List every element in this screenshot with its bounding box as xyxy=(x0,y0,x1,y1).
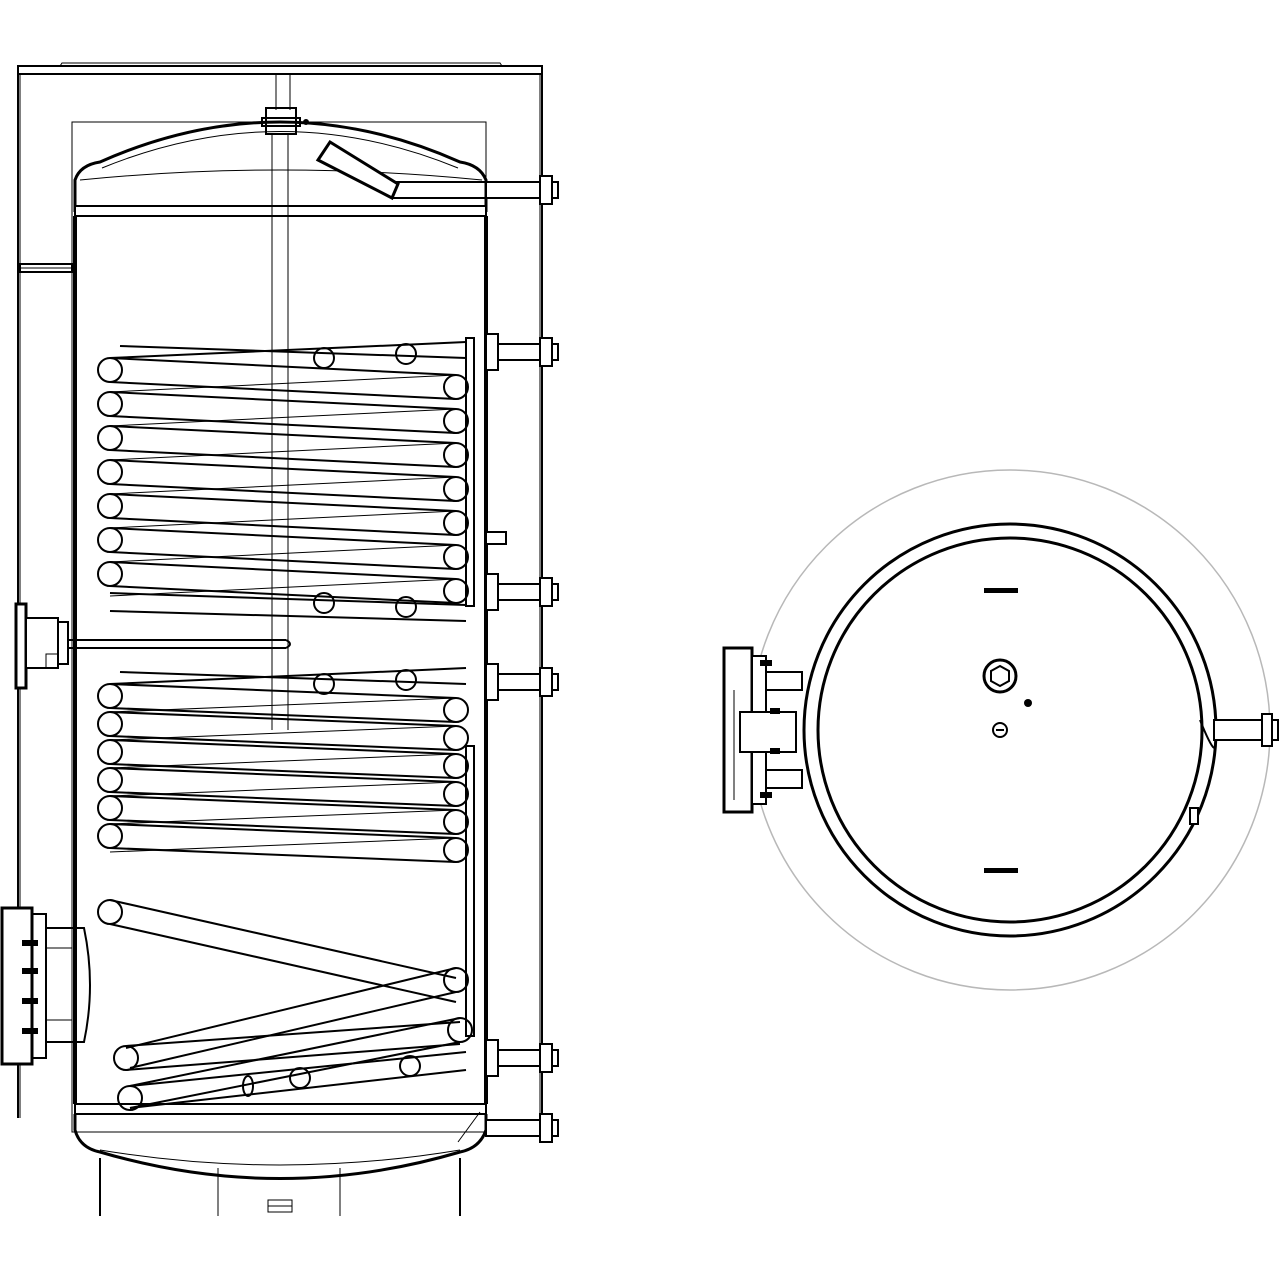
top-view-heater-flange xyxy=(722,646,803,814)
coil-turn xyxy=(97,527,469,570)
coil-turn xyxy=(97,561,469,604)
nozzle-lower-coil-out xyxy=(485,1039,559,1077)
lug-bottom xyxy=(984,868,1018,873)
inspection-flange xyxy=(0,906,91,1066)
coil-turn xyxy=(97,425,469,468)
coil-turn xyxy=(97,459,469,502)
top-view xyxy=(722,469,1279,991)
coil-loose-turns xyxy=(97,899,473,1111)
coil-turn xyxy=(97,711,469,751)
side-bracket xyxy=(19,263,73,273)
upper-coil xyxy=(97,341,469,622)
coil-turn xyxy=(97,795,469,835)
anode-rod xyxy=(261,74,309,730)
coil-turn xyxy=(97,391,469,434)
nozzle-lower-coil-in xyxy=(485,663,559,701)
lug-top xyxy=(984,588,1018,593)
nozzle-top xyxy=(485,175,559,205)
top-inclined-sleeve xyxy=(315,139,486,201)
coil-turn xyxy=(97,493,469,536)
nozzle-upper-coil-in xyxy=(485,333,559,371)
center-port xyxy=(992,722,1008,738)
top-view-nozzle xyxy=(1199,713,1279,749)
coil-turn xyxy=(97,683,469,723)
nozzle-upper-coil-out xyxy=(485,573,559,611)
top-cover xyxy=(17,62,543,75)
heater-flange xyxy=(14,602,291,690)
nozzle-bottom xyxy=(485,1113,559,1143)
sensor-sleeve xyxy=(485,531,507,545)
insulation-outline xyxy=(749,469,1271,991)
sensor-port xyxy=(1024,699,1032,707)
connection-nozzles xyxy=(485,175,559,1143)
tank-base xyxy=(99,1158,461,1216)
coil-turn xyxy=(97,357,469,400)
tank-shell xyxy=(73,120,488,1180)
coil-turn xyxy=(97,767,469,807)
top-view-sleeve xyxy=(1189,807,1199,825)
outer-casing xyxy=(17,74,543,1133)
coil-turn xyxy=(97,739,469,779)
anode-hex-fitting xyxy=(982,658,1018,694)
tank-outer-circle xyxy=(802,522,1218,938)
tank-inner-circle xyxy=(816,536,1204,924)
lower-coil xyxy=(97,667,473,1111)
coil-turn xyxy=(97,823,469,863)
front-section-view xyxy=(0,62,559,1216)
coil-support-bars xyxy=(465,337,475,1037)
